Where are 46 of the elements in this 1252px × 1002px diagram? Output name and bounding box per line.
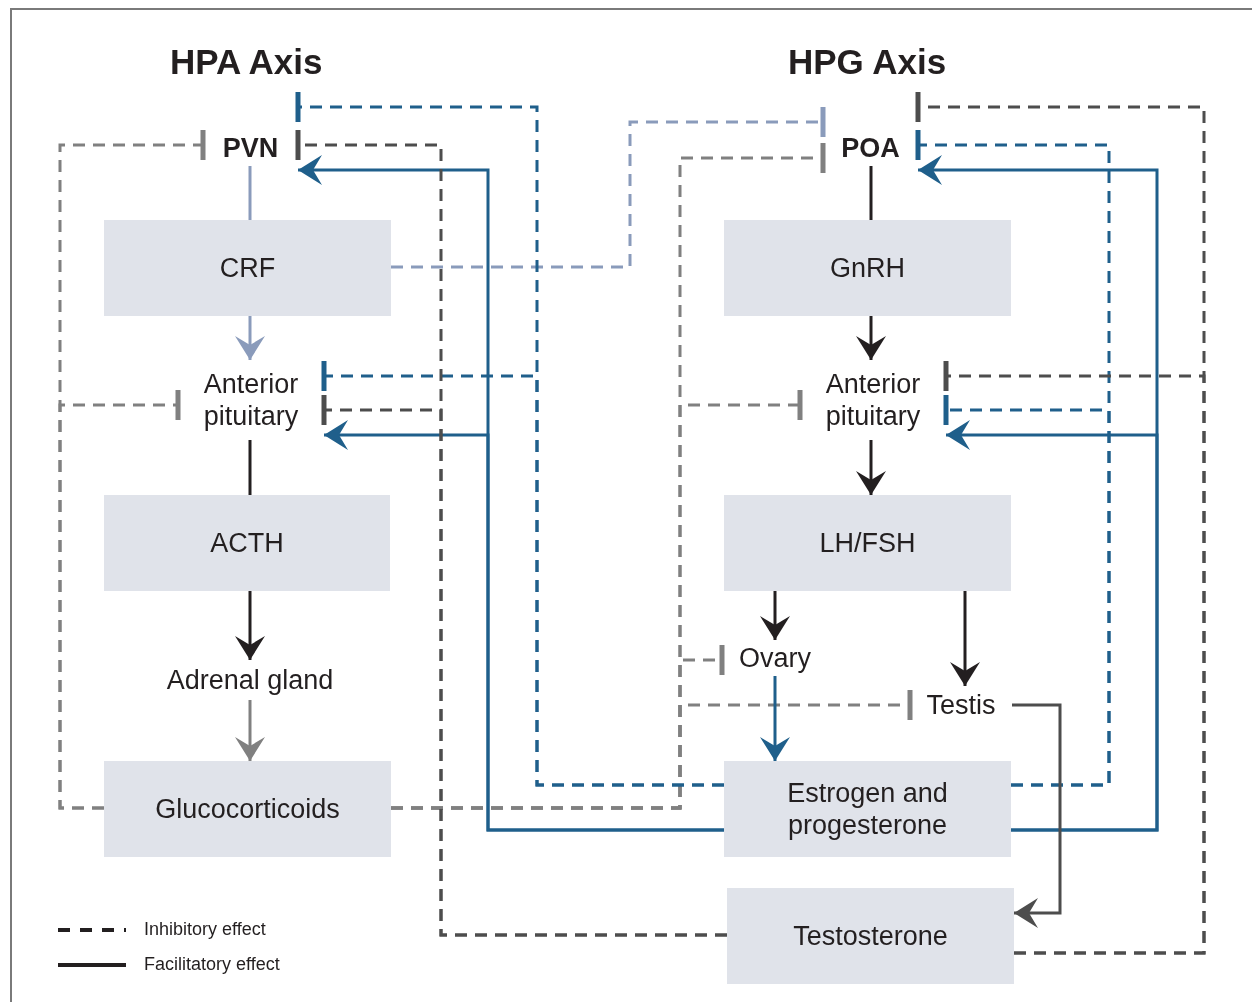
hormone-box [724, 220, 1011, 316]
arrow [950, 591, 980, 686]
box-label: ACTH [210, 527, 284, 559]
arrow [1012, 703, 1062, 928]
structure-label: POA [841, 132, 900, 164]
inhibition-line [943, 395, 1111, 787]
hormone-box [104, 495, 390, 591]
connector-line [869, 166, 873, 220]
hormone-box [104, 220, 391, 316]
arrow [235, 700, 265, 761]
box-label: CRF [219, 252, 276, 284]
legend-label: Inhibitory effect [144, 918, 266, 941]
axis-heading: HPA Axis [170, 41, 323, 83]
inhibition-line [321, 361, 724, 787]
arrow [856, 316, 886, 360]
connector-line [248, 440, 252, 495]
structure-label: Ovary [739, 642, 811, 674]
axis-heading: HPG Axis [788, 41, 947, 83]
inhibition-line [391, 690, 913, 810]
structure-label: Anterior pituitary [824, 368, 922, 432]
connector-line [248, 166, 252, 220]
arrow [760, 676, 790, 761]
box-label: Glucocorticoids [155, 793, 340, 825]
inhibition-line [943, 361, 1206, 955]
structure-label: Adrenal gland [166, 664, 334, 696]
arrow [235, 316, 265, 360]
hormone-box [724, 761, 1011, 857]
arrow [324, 420, 724, 832]
box-label: Estrogen and progesterone [786, 777, 949, 841]
structure-label: Anterior pituitary [202, 368, 300, 432]
inhibition-line [391, 107, 826, 269]
structure-label: Testis [926, 689, 996, 721]
box-label: LH/FSH [819, 527, 916, 559]
hormone-box [104, 761, 391, 857]
inhibition-line [58, 390, 181, 810]
box-label: GnRH [830, 252, 905, 284]
arrow [760, 591, 790, 640]
hormone-box [727, 888, 1014, 984]
arrow [235, 591, 265, 660]
box-label: Testosterone [793, 920, 948, 952]
legend-label: Facilitatory effect [144, 953, 280, 976]
hormone-box [724, 495, 1011, 591]
structure-label: PVN [222, 132, 279, 164]
inhibition-line [321, 395, 727, 937]
arrow [856, 440, 886, 495]
arrow [946, 420, 1159, 832]
